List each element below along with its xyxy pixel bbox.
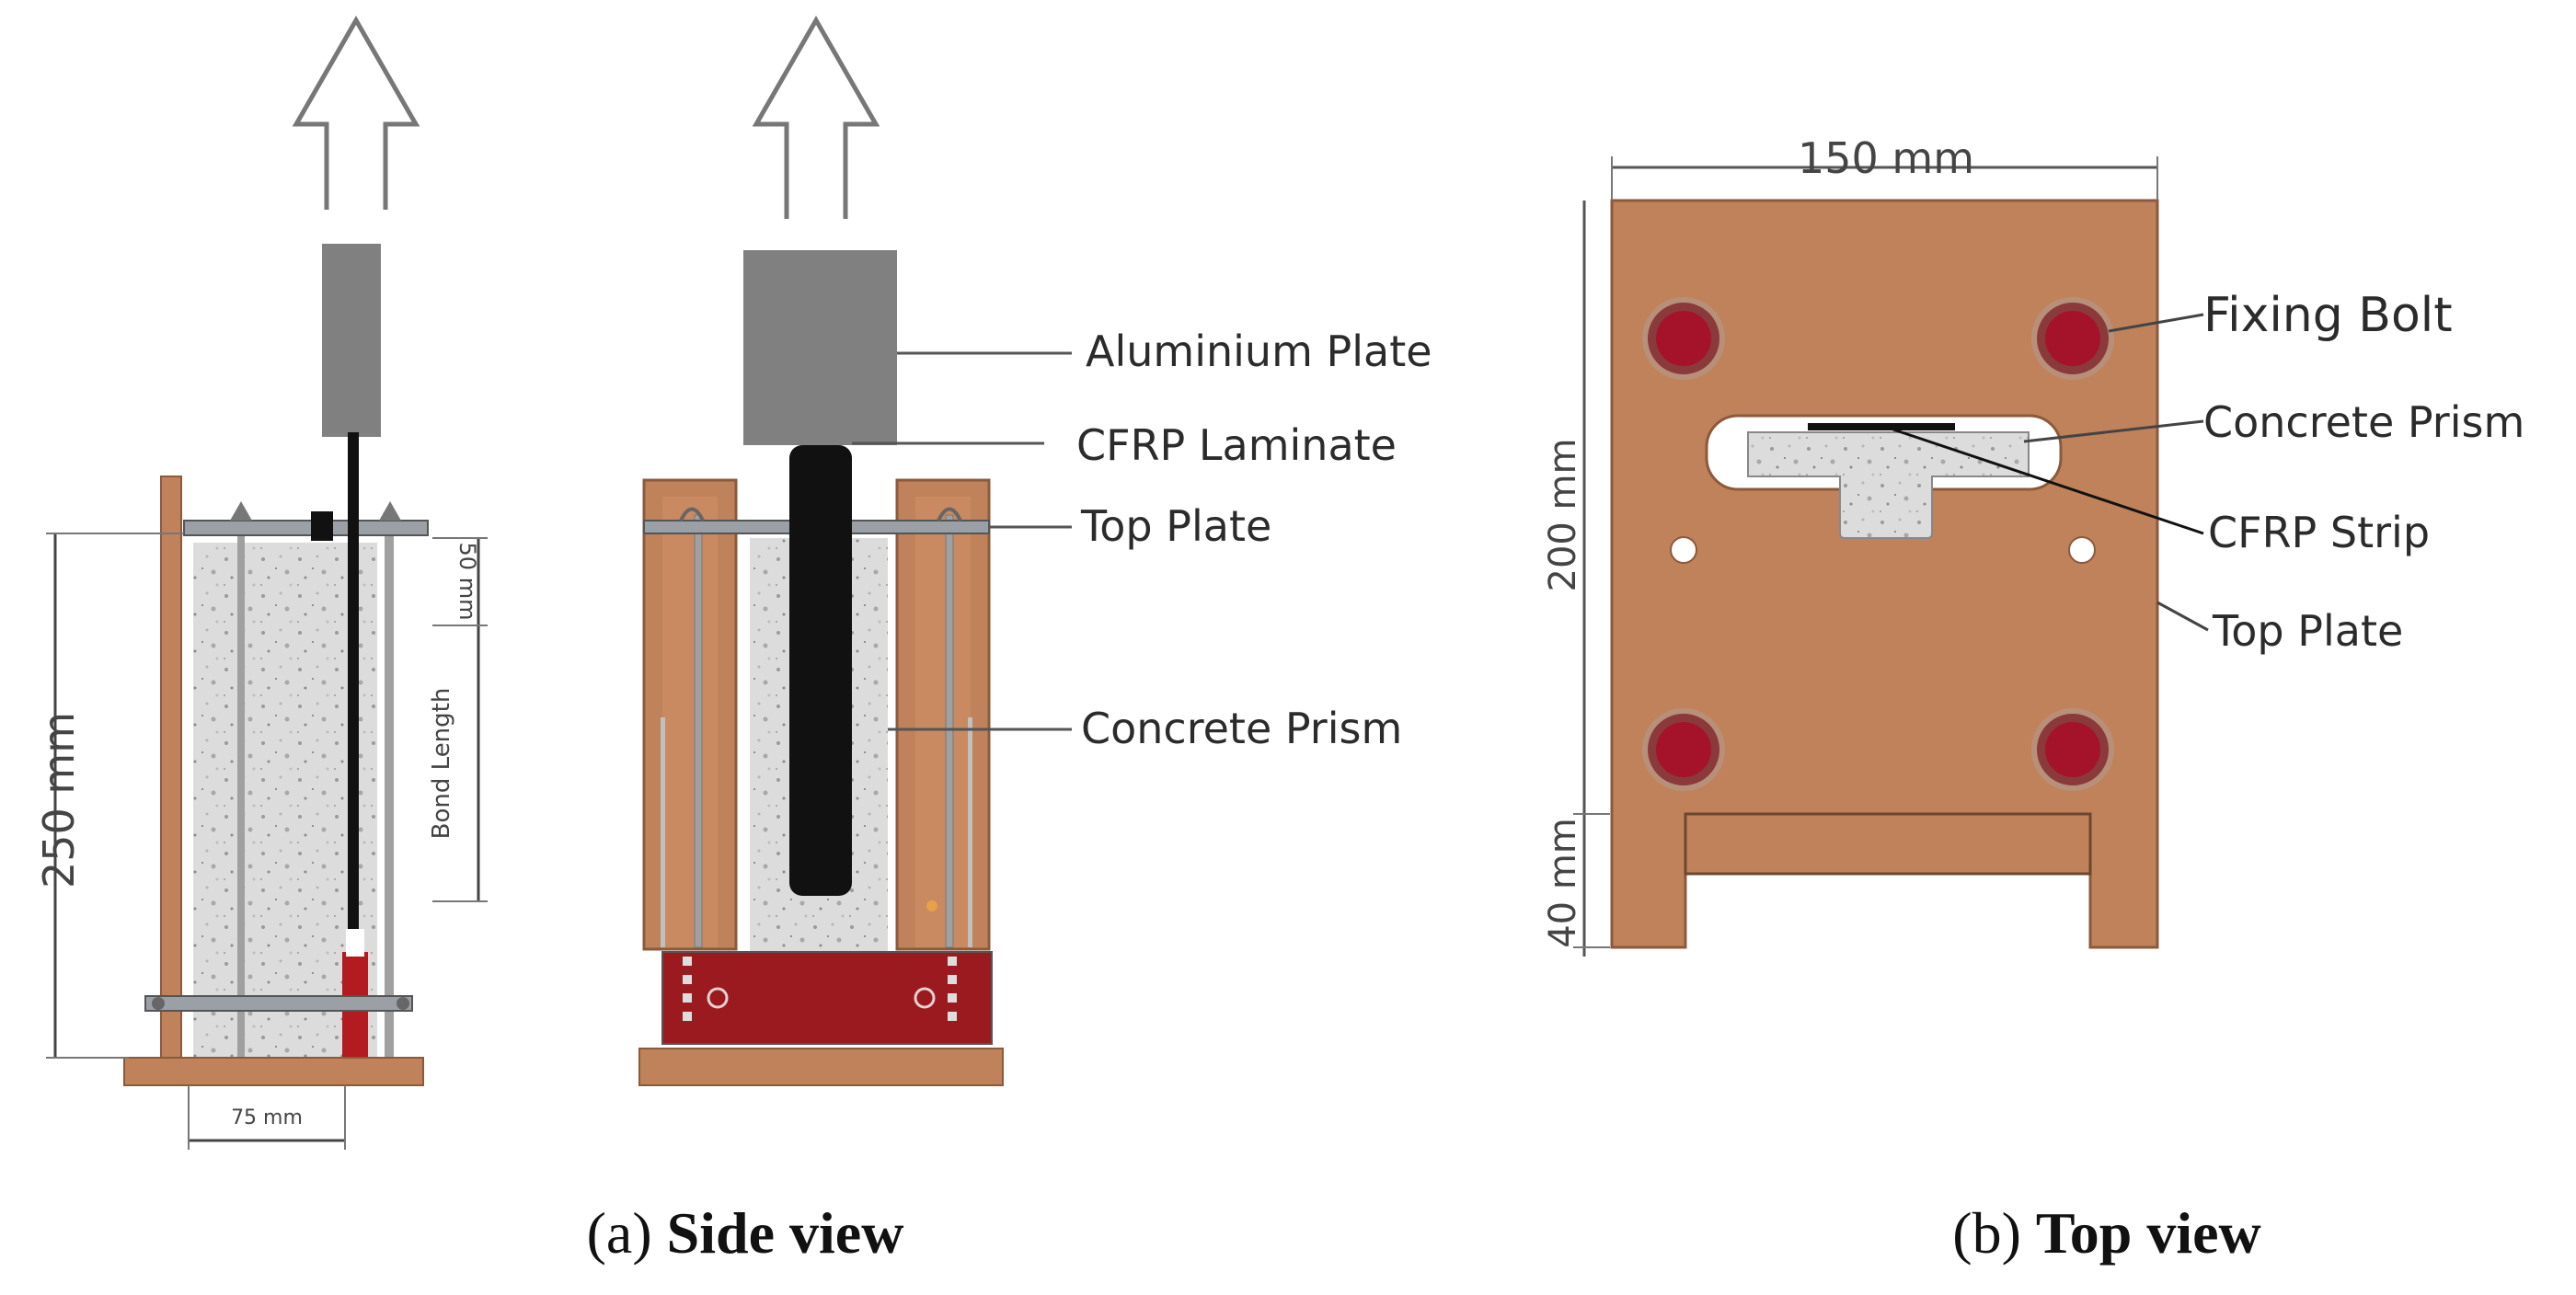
caption-top-title: Top view [2036, 1200, 2261, 1266]
caption-top-prefix: (b) [1952, 1200, 2036, 1266]
dim-150mm: 150 mm [1798, 133, 1974, 183]
label-top-plate: Top Plate [1080, 501, 1271, 551]
dim-200mm: 200 mm [1542, 439, 1584, 592]
cfrp-laminate [348, 432, 359, 929]
label-cfrp-laminate: CFRP Laminate [1076, 420, 1397, 470]
column-left-inner [662, 497, 718, 947]
aluminium-plate [322, 244, 381, 437]
caption-side-view: (a) Side view [587, 1200, 904, 1266]
dim-bond-length: Bond Length [428, 688, 455, 840]
hole [2068, 536, 2096, 564]
fixing-bolt [1642, 708, 1725, 791]
dim-75mm: 75 mm [231, 1106, 303, 1129]
dim-50mm: 50 mm [454, 543, 480, 621]
bolt-nut-right [379, 501, 401, 521]
dim-40mm: 40 mm [1542, 818, 1584, 948]
dim-250mm: 250 mm [34, 712, 84, 888]
concrete-prism-top [1747, 431, 2030, 539]
label-fixing-bolt: Fixing Bolt [2203, 288, 2453, 343]
label-cfrp-strip: CFRP Strip [2208, 508, 2430, 557]
red-block [661, 951, 993, 1045]
top-view-drawing [1573, 156, 2209, 957]
hole [1670, 536, 1697, 564]
bolt-nut-left [230, 501, 252, 521]
caption-side-prefix: (a) [587, 1200, 667, 1266]
label-aluminium-plate: Aluminium Plate [1086, 327, 1432, 376]
aluminium-plate [743, 250, 897, 445]
top-bar [183, 520, 429, 536]
side-view-left-drawing [46, 15, 488, 1150]
caption-top-view: (b) Top view [1952, 1200, 2260, 1266]
side-plate-left [160, 476, 182, 1059]
cfrp-laminate [789, 445, 852, 896]
rod-left [237, 515, 245, 1058]
fixing-bolt [1642, 297, 1725, 380]
rod-right [385, 515, 394, 1058]
side-view-right-drawing [638, 15, 1072, 1086]
column-right-inner [915, 497, 971, 947]
bottom-bar [144, 995, 413, 1012]
white-gap [346, 929, 364, 957]
caption-side-title: Side view [667, 1200, 904, 1266]
base-plate [638, 1048, 1004, 1086]
clamp-block [311, 511, 333, 541]
cfrp-strip [1808, 423, 1955, 430]
pull-arrow-icon [752, 15, 880, 219]
label-top-plate: Top Plate [2212, 606, 2403, 656]
label-concrete-prism: Concrete Prism [1081, 704, 1402, 753]
label-concrete-prism: Concrete Prism [2203, 397, 2524, 447]
base-plate [123, 1057, 424, 1086]
fixing-bolt [2031, 708, 2114, 791]
pull-arrow-icon [292, 15, 420, 210]
fixing-bolt [2031, 297, 2114, 380]
